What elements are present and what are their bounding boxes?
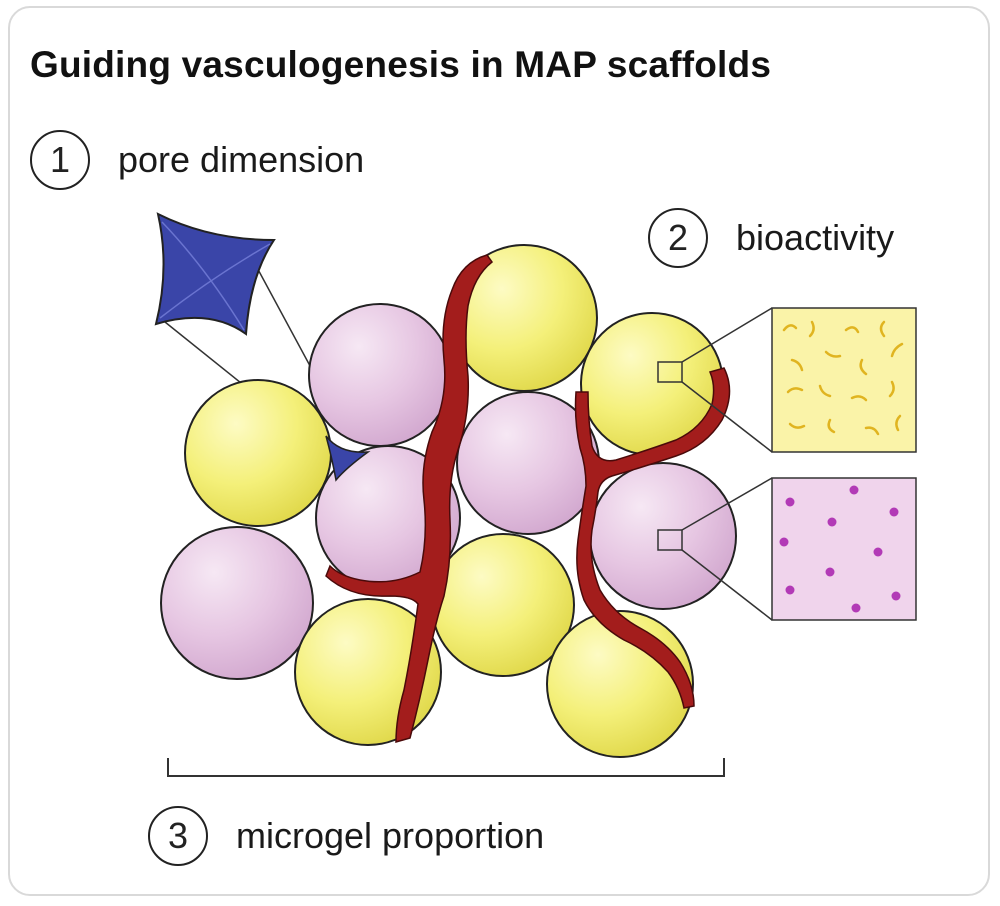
zoom-markers bbox=[657, 307, 773, 621]
fiber-pattern-icon bbox=[771, 307, 917, 453]
blood-vessels bbox=[325, 254, 731, 743]
vessel-right bbox=[574, 367, 731, 709]
callout-number-badge: 3 bbox=[148, 806, 208, 866]
dot-pattern-icon bbox=[771, 477, 917, 621]
callout-number-badge: 2 bbox=[648, 208, 708, 268]
callout-number-badge: 1 bbox=[30, 130, 90, 190]
callout-label: microgel proportion bbox=[236, 815, 545, 856]
callout-pore-dimension: 1 pore dimension bbox=[30, 130, 364, 190]
proportion-bracket bbox=[167, 758, 725, 777]
callout-microgel-proportion: 3 microgel proportion bbox=[148, 806, 544, 866]
callout-bioactivity: 2 bioactivity bbox=[648, 208, 894, 268]
callout-label: bioactivity bbox=[736, 217, 895, 258]
callout-label: pore dimension bbox=[118, 139, 365, 180]
figure-title: Guiding vasculogenesis in MAP scaffolds bbox=[30, 44, 772, 85]
pore-interstitial bbox=[325, 435, 371, 482]
microgel-pink bbox=[160, 526, 314, 680]
pore-shape-icon bbox=[154, 212, 276, 336]
microgel-pink bbox=[308, 303, 452, 447]
microgel-yellow bbox=[184, 379, 332, 527]
pore-shape-highlights bbox=[159, 221, 271, 331]
microgel-pink bbox=[589, 462, 737, 610]
vessel-left bbox=[325, 254, 494, 743]
